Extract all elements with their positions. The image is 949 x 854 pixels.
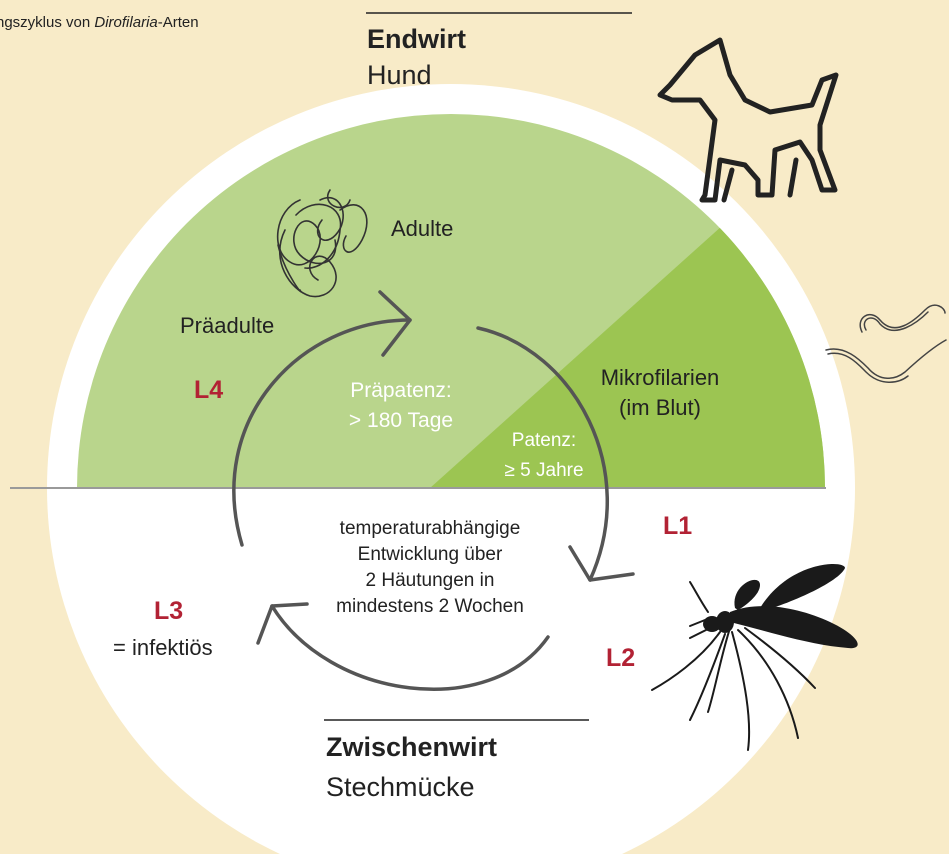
stage-l2: L2 [606, 644, 635, 673]
stage-l4: L4 [194, 376, 223, 405]
stage-l1: L1 [663, 512, 692, 541]
definitive-host-name: Hund [367, 60, 432, 91]
stage-l3: L3 [154, 597, 183, 626]
figure-caption: ngszyklus von Dirofilaria-Arten [0, 14, 199, 31]
intermediate-host-title: Zwischenwirt [326, 732, 497, 763]
patency-value: ≥ 5 Jahre [484, 456, 604, 486]
definitive-host-title: Endwirt [367, 24, 466, 55]
prepatency-label: Präpatenz: [330, 376, 472, 406]
prepatency-block: Präpatenz: > 180 Tage [330, 376, 472, 436]
genus-name: Dirofilaria [94, 14, 157, 31]
microfilaria-icon [826, 305, 946, 382]
adults-label: Adulte [391, 216, 453, 242]
intermediate-host-name: Stechmücke [326, 772, 475, 803]
l3-infective-note: = infektiös [113, 635, 213, 661]
patency-block: Patenz: ≥ 5 Jahre [484, 426, 604, 486]
microfilariae-label: Mikrofilarien (im Blut) [584, 363, 736, 423]
patency-label: Patenz: [484, 426, 604, 456]
preadults-label: Präadulte [180, 313, 274, 339]
prepatency-value: > 180 Tage [330, 406, 472, 436]
development-note: temperaturabhängige Entwicklung über 2 H… [300, 516, 560, 620]
